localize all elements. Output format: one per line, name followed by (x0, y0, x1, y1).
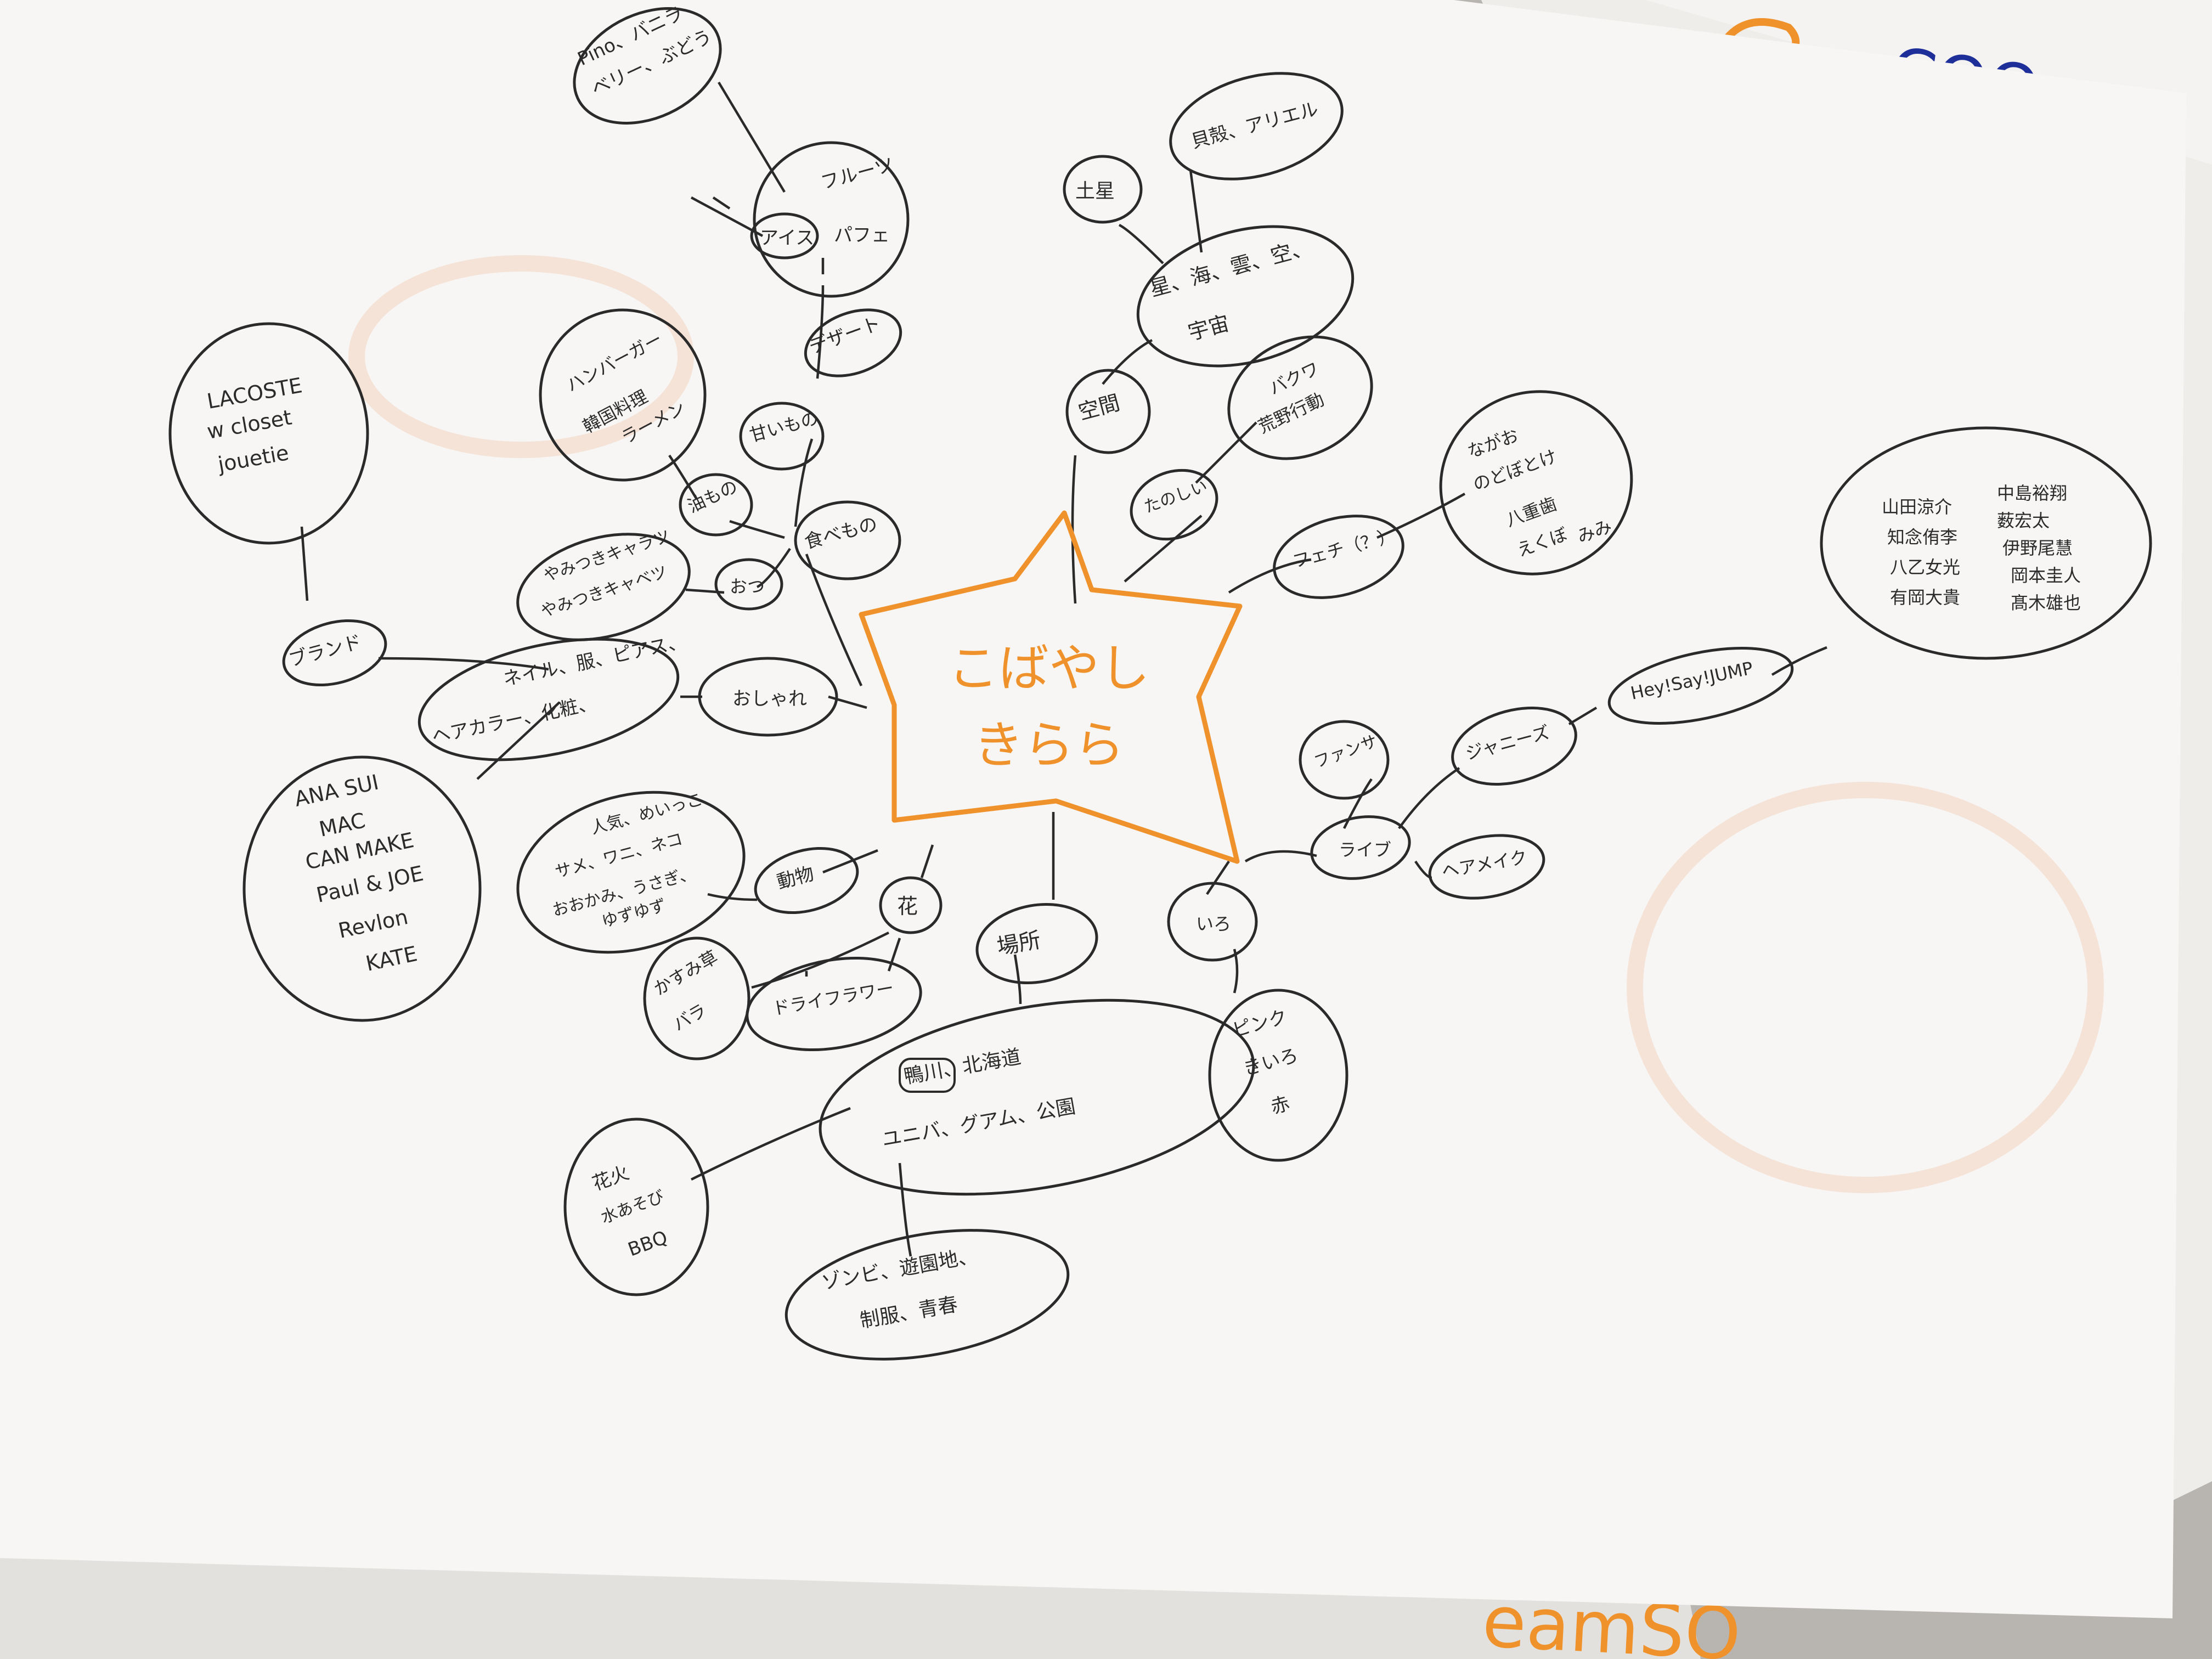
food-bubble (794, 500, 901, 580)
games-bubble (1227, 335, 1373, 460)
member-1: 山田涼介 (1882, 496, 1952, 517)
cabbage-bubble (516, 533, 691, 641)
places-bubble (819, 998, 1255, 1196)
flower-bubble (879, 876, 943, 934)
animals-bubble (516, 791, 746, 954)
parfait-bubble (753, 141, 910, 298)
pino-bubble (573, 7, 722, 125)
flower-list-bubble (643, 936, 751, 1060)
saturn-label: 土星 (1075, 180, 1115, 202)
oshare-label: おしゃれ (732, 688, 807, 710)
oshare-bubble (698, 657, 838, 737)
fetish-list-bubble (1439, 390, 1633, 575)
sky-things-bubble (1136, 225, 1355, 368)
hairmake-bubble (1428, 834, 1545, 900)
space-bubble (1065, 369, 1151, 454)
member-8: 岡本圭人 (2011, 565, 2081, 586)
member-3: 知念侑李 (1887, 527, 1957, 548)
center-name-line1: こばやし (948, 639, 1150, 698)
animal-bubble (754, 847, 859, 915)
kamogawa-circle (899, 1058, 956, 1093)
member-10: 髙木雄也 (2011, 592, 2081, 613)
saturn-bubble (1063, 155, 1143, 224)
summer-bubble (563, 1118, 709, 1296)
center-name-line2: きらら (973, 716, 1125, 775)
showthrough-doodle-1 (348, 255, 694, 458)
flower-label: 花 (897, 894, 918, 918)
dessert-bubble (804, 308, 902, 377)
paper-under-right-top (1646, 0, 2212, 165)
live-label: ライブ (1339, 839, 1391, 860)
ice-bubble (750, 212, 819, 259)
member-7: 有岡大貴 (1890, 587, 1960, 608)
johnnys-bubble (1451, 707, 1577, 786)
oily-bubble (679, 473, 753, 537)
color-bubble (1167, 882, 1258, 962)
member-6: 伊野尾慧 (2002, 538, 2073, 558)
brand-bubble (282, 619, 387, 687)
colors-bubble (1208, 989, 1348, 1162)
fetish-bubble (1273, 515, 1404, 599)
snack-bubble (714, 558, 783, 611)
member-5: 八乙女光 (1890, 557, 1960, 578)
dried-flower-bubble (746, 956, 922, 1052)
showthrough-doodle-2 (1627, 782, 2104, 1193)
fruits-line2: パフェ (834, 224, 890, 246)
oily-food-bubble (539, 308, 707, 482)
fashion-brands-bubble (168, 322, 369, 545)
ice-label: アイス (760, 227, 814, 249)
fansa-bubble (1299, 720, 1390, 800)
live-bubble (1310, 815, 1411, 880)
main-paper (0, 0, 2186, 1618)
school-bubble (785, 1229, 1070, 1361)
center-star-node: こばやし きらら (859, 510, 1243, 864)
member-4: 薮宏太 (1997, 510, 2050, 531)
hsj-bubble (1607, 646, 1794, 725)
sweets-bubble (739, 402, 825, 471)
color-label: いろ (1196, 913, 1231, 934)
snack-label: おつ (730, 576, 765, 597)
shells-bubble (1169, 72, 1344, 180)
members-bubble (1820, 426, 2152, 660)
style-items-bubble (417, 637, 680, 761)
fun-bubble (1130, 469, 1218, 541)
place-bubble (975, 902, 1098, 985)
member-2: 中島裕翔 (1997, 483, 2067, 504)
cosmetic-brands-bubble (242, 755, 482, 1022)
